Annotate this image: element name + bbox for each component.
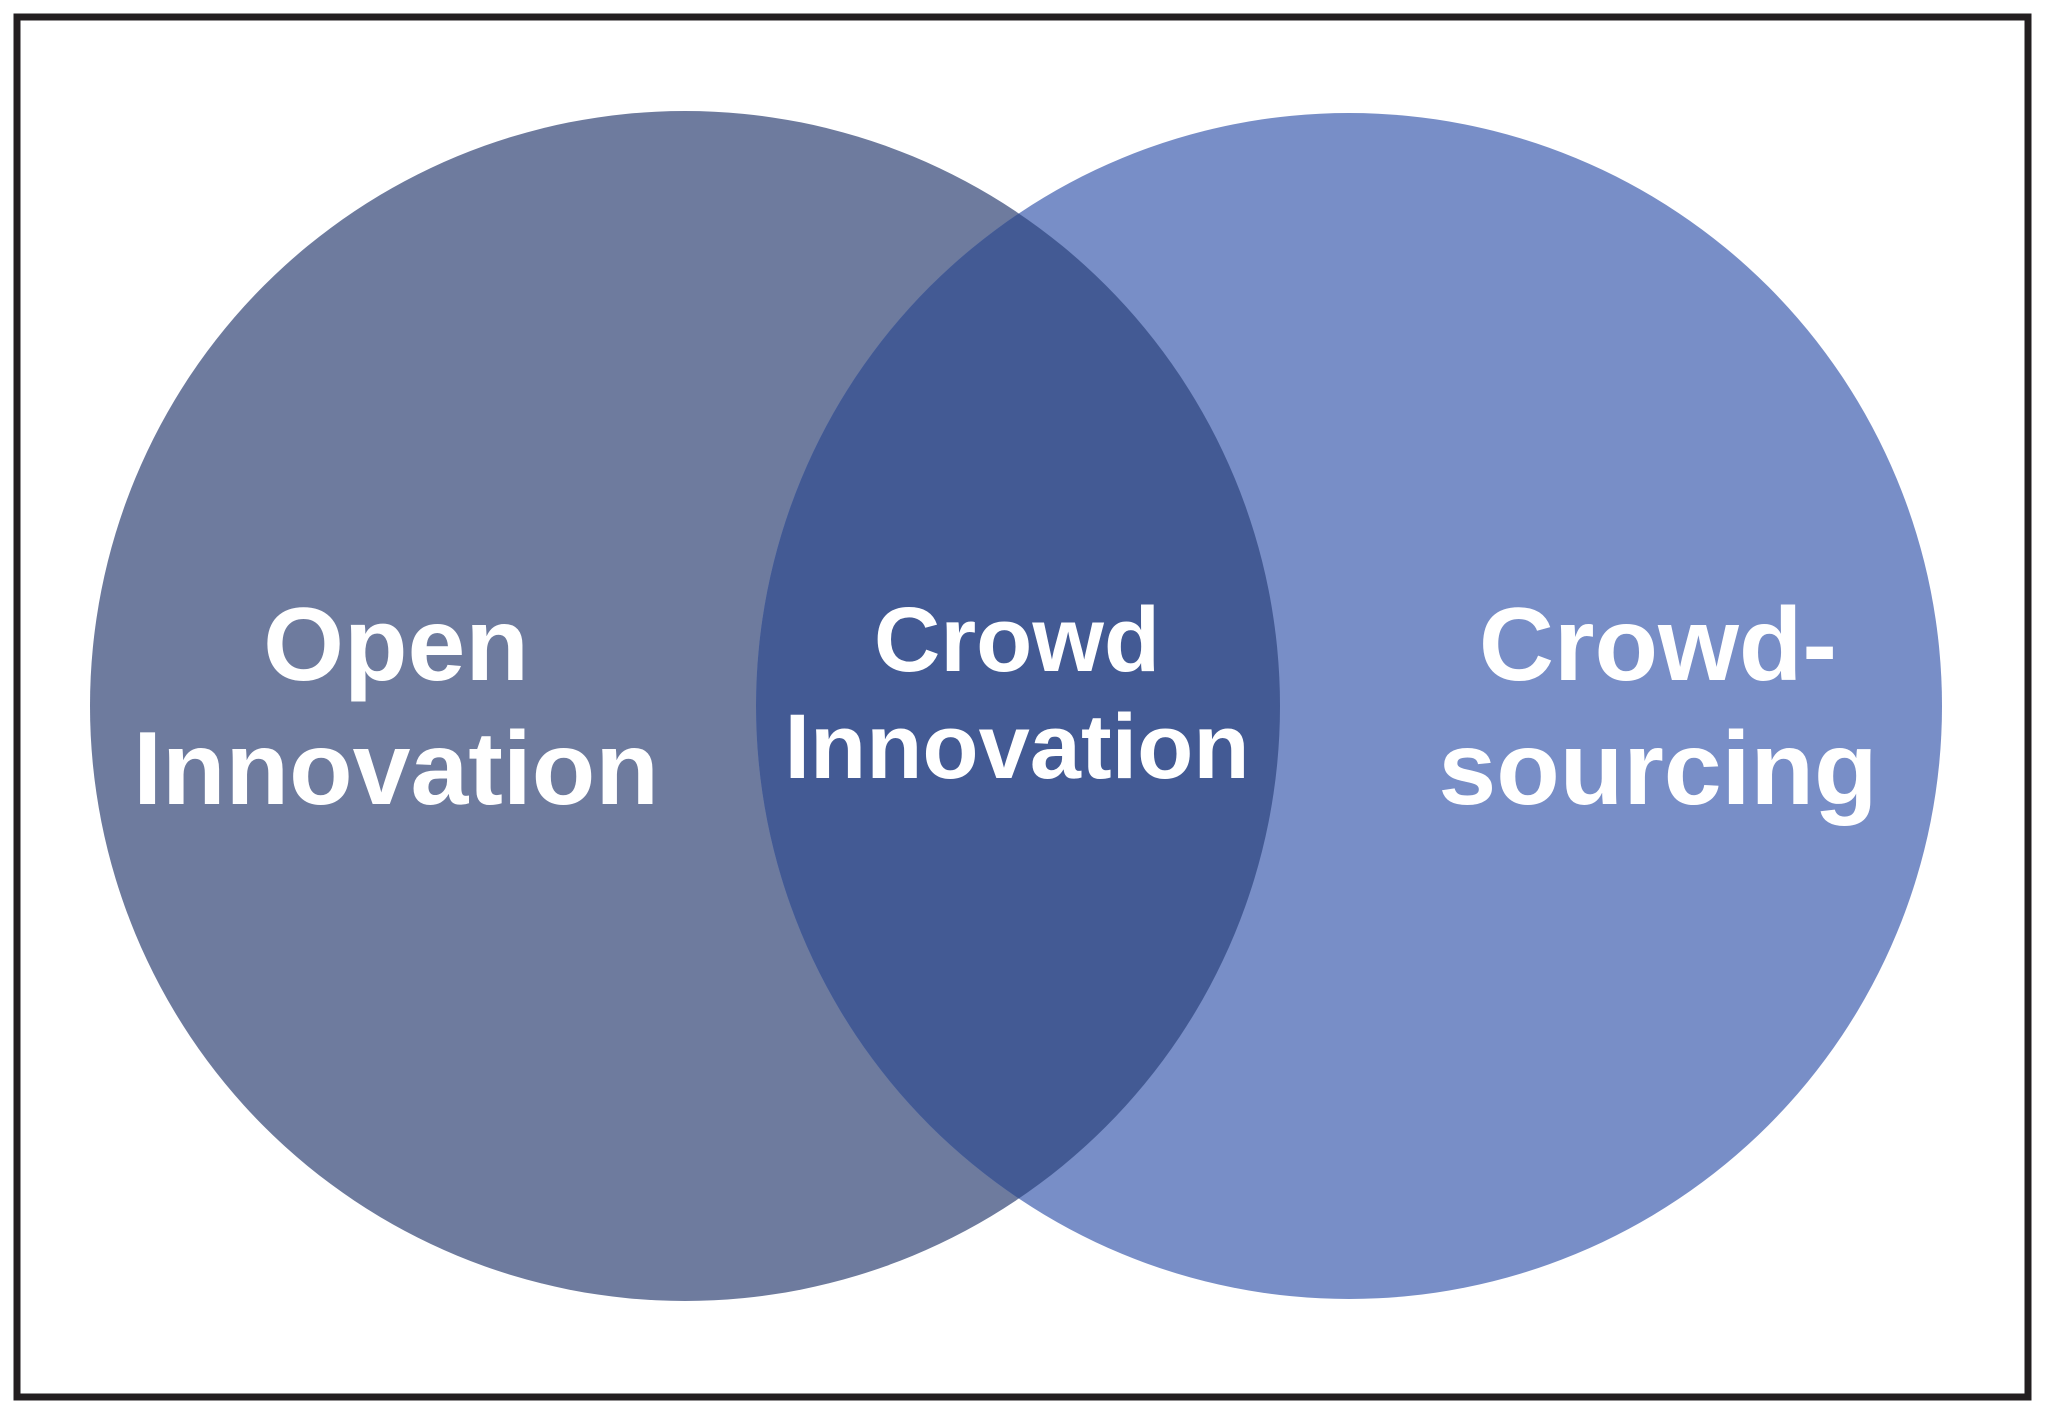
left-label-line-2: Innovation <box>133 711 659 827</box>
overlap-label-line-1: Crowd <box>874 589 1160 691</box>
overlap-label-line-2: Innovation <box>784 696 1249 798</box>
right-label-line-2: sourcing <box>1438 711 1877 827</box>
left-label-line-1: Open <box>263 587 529 703</box>
right-label-line-1: Crowd- <box>1479 587 1837 703</box>
crowd-innovation-overlap <box>756 113 1280 1299</box>
